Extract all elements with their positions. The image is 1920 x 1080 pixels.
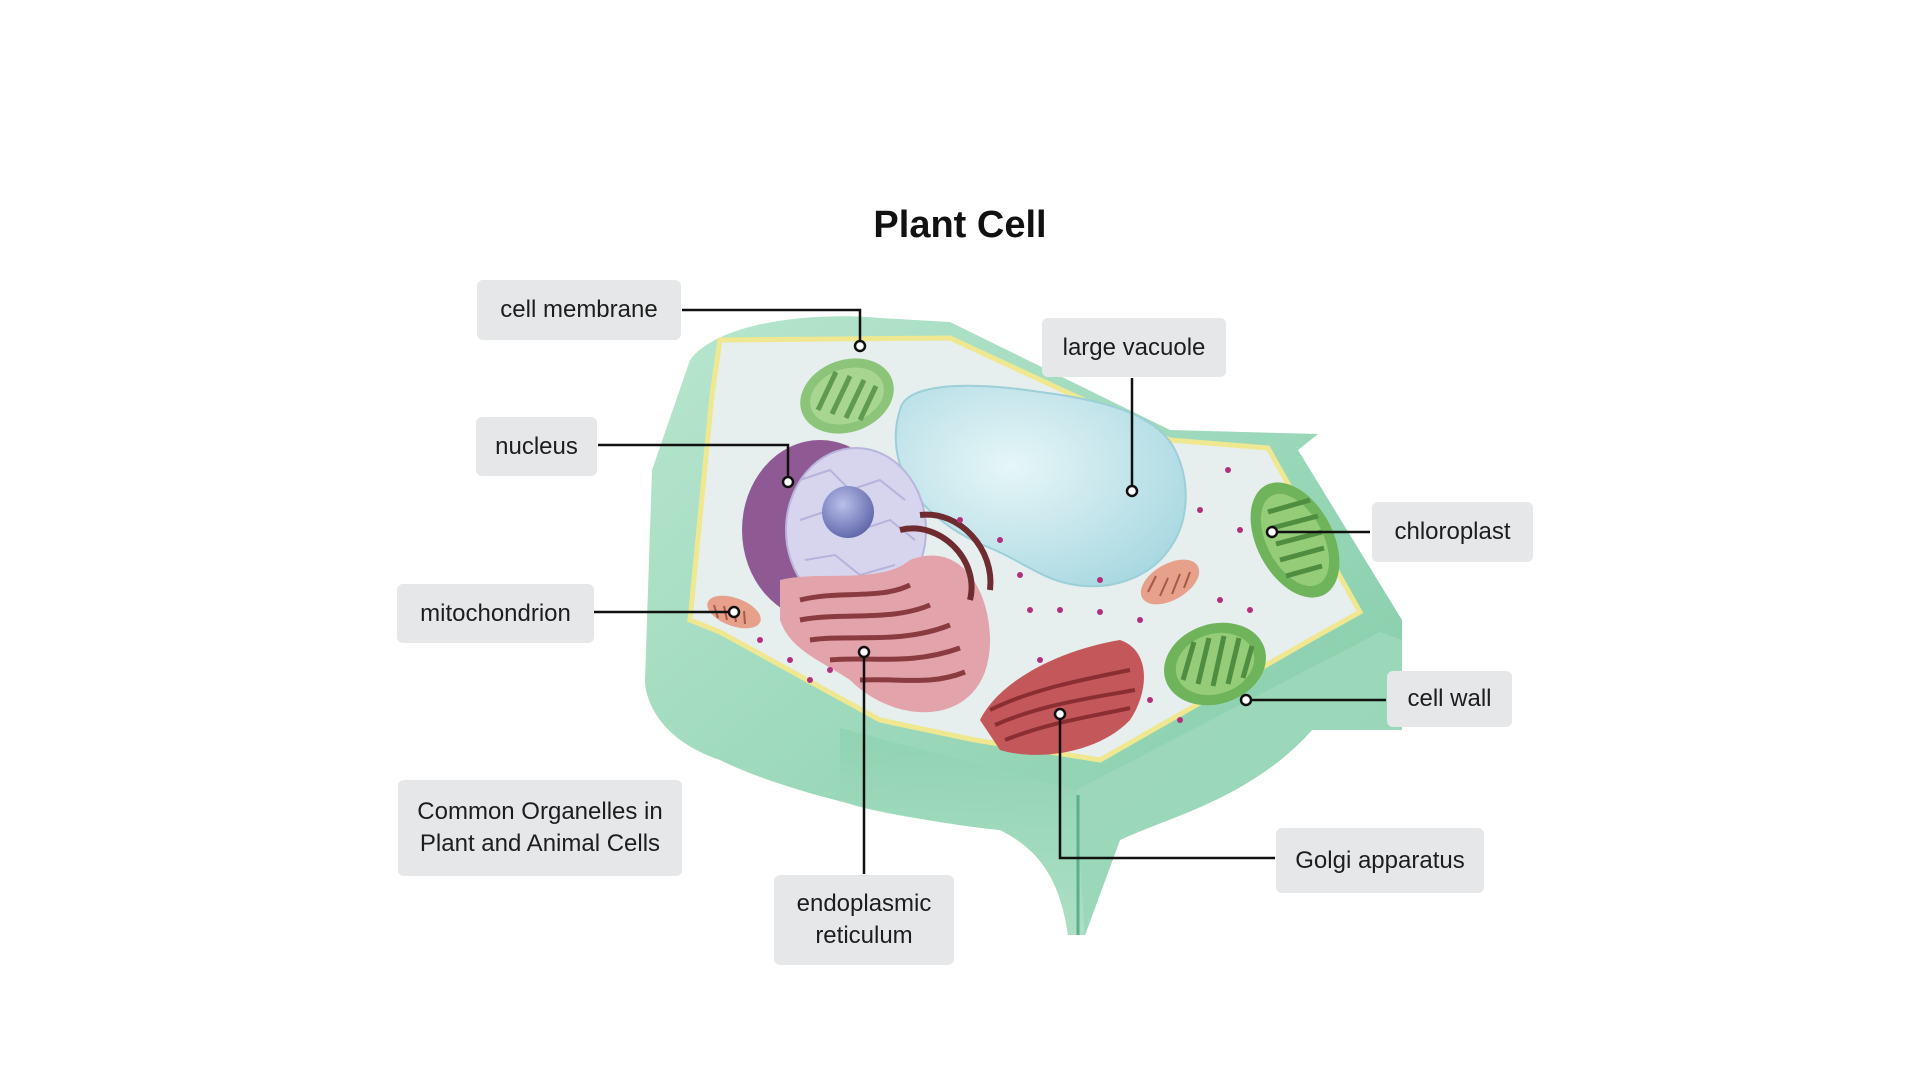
cell-membrane-outline: [687, 335, 1364, 763]
dot-cell-wall: [1239, 693, 1253, 707]
leader-nucleus: [598, 443, 790, 482]
mitochondrion-center: [1140, 559, 1200, 605]
ribosomes: [757, 467, 1253, 723]
dot-cell-membrane: [853, 339, 867, 353]
leader-cell-membrane: [682, 308, 862, 346]
cell-wall-front-face: [840, 728, 1085, 935]
dot-nucleus: [781, 475, 795, 489]
label-nucleus: nucleus: [476, 417, 597, 476]
dot-chloroplast: [1265, 525, 1279, 539]
dot-mitochondrion: [727, 605, 741, 619]
dot-golgi-apparatus: [1053, 707, 1067, 721]
label-cell-wall: cell wall: [1387, 671, 1512, 727]
diagram-title: Plant Cell: [873, 204, 1047, 246]
dot-endoplasmic-reticulum: [857, 645, 871, 659]
label-large-vacuole: large vacuole: [1042, 318, 1226, 377]
chloroplast-right: [1250, 482, 1340, 598]
chloroplast-top: [800, 358, 894, 434]
label-common-organelles: Common Organelles in Plant and Animal Ce…: [398, 780, 682, 876]
label-golgi-apparatus: Golgi apparatus: [1276, 828, 1484, 893]
endoplasmic-reticulum-shape: [780, 511, 994, 713]
dot-large-vacuole: [1125, 484, 1139, 498]
label-mitochondrion: mitochondrion: [397, 584, 594, 643]
golgi-apparatus-shape: [980, 640, 1144, 755]
label-chloroplast: chloroplast: [1372, 502, 1533, 562]
leader-golgi-apparatus: [1058, 714, 1275, 860]
chloroplast-bottom: [1164, 622, 1266, 706]
cell-wall-side-face: [1076, 632, 1402, 935]
label-cell-membrane: cell membrane: [477, 280, 681, 340]
label-endoplasmic-reticulum: endoplasmic reticulum: [774, 875, 954, 965]
